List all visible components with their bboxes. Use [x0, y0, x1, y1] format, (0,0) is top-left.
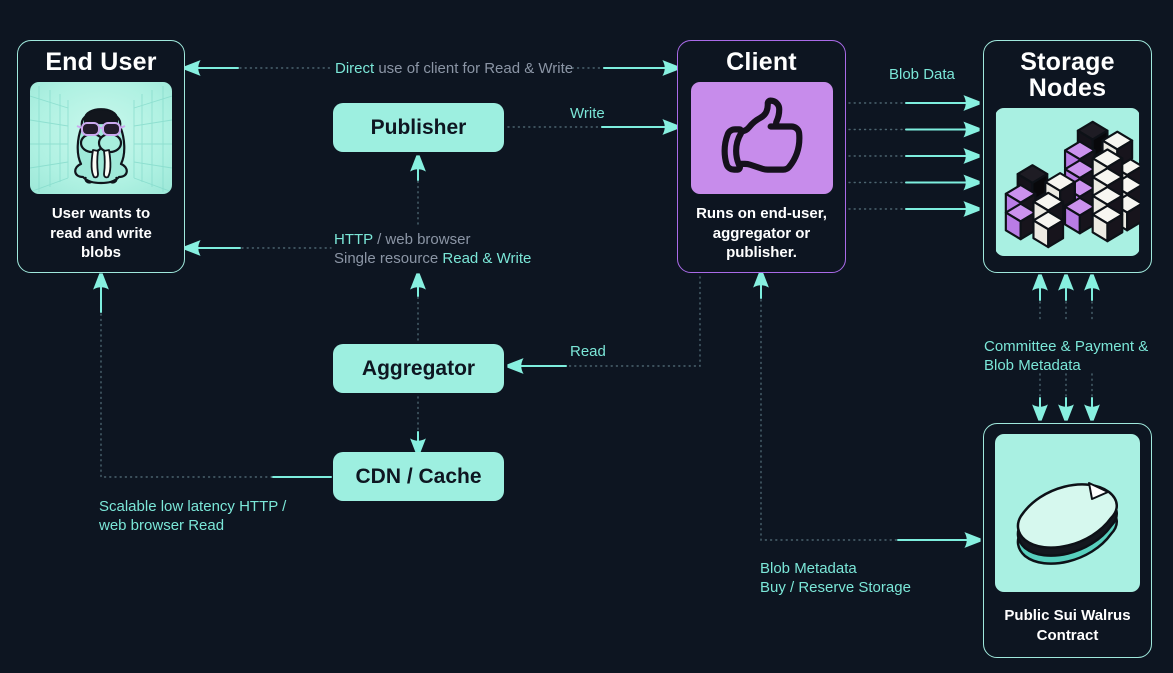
client-node: Client Runs on end-user, aggregator or p…	[677, 40, 846, 273]
aggregator-label: Aggregator	[361, 356, 476, 380]
blob-metadata-line2: Buy / Reserve Storage	[760, 579, 911, 596]
storage-nodes-title: Storage Nodes	[1020, 48, 1115, 102]
storage-cubes-icon	[995, 108, 1140, 256]
direct-use-highlight: Direct	[335, 60, 375, 77]
arrow-read	[507, 276, 701, 374]
single-resource-highlight: Read & Write	[442, 250, 532, 267]
client-caption: Runs on end-user, aggregator or publishe…	[696, 205, 827, 261]
arrow-client-contract	[753, 271, 981, 548]
arrows-blob-data	[848, 95, 980, 217]
thumbs-up-icon	[690, 82, 833, 194]
blob-metadata-line1: Blob Metadata	[760, 560, 857, 577]
http-rest: / web browser	[372, 231, 471, 248]
direct-use-label: Direct use of client for Read & Write	[335, 59, 573, 78]
end-user-title: End User	[45, 48, 157, 76]
http-web-browser-label: HTTP / web browser Single resource Read …	[334, 230, 531, 268]
walrus-icon	[30, 82, 172, 194]
storage-nodes-node: Storage Nodes	[983, 40, 1152, 273]
client-title: Client	[726, 48, 797, 76]
arrow-cdn-to-end-user	[93, 273, 332, 478]
stacked-papers-icon	[995, 434, 1140, 592]
scalable-read-label: Scalable low latency HTTP / web browser …	[99, 498, 287, 534]
http-highlight: HTTP	[334, 231, 373, 248]
write-label: Write	[570, 105, 605, 122]
read-label: Read	[570, 343, 606, 360]
committee-payment-label: Committee & Payment & Blob Metadata	[984, 338, 1149, 374]
blob-data-label: Blob Data	[889, 66, 955, 83]
contract-node: Public Sui Walrus Contract	[983, 423, 1152, 658]
aggregator-box: Aggregator	[333, 344, 504, 393]
end-user-caption: User wants to read and write blobs	[50, 205, 152, 261]
cdn-cache-label: CDN / Cache	[355, 464, 482, 488]
end-user-node: End User	[17, 40, 185, 273]
publisher-box: Publisher	[333, 103, 504, 152]
cdn-cache-box: CDN / Cache	[333, 452, 504, 501]
blob-metadata-label: Blob Metadata Buy / Reserve Storage	[760, 559, 911, 597]
direct-use-rest: use of client for Read & Write	[374, 60, 574, 77]
publisher-label: Publisher	[370, 115, 467, 139]
contract-caption: Public Sui Walrus Contract	[1004, 607, 1131, 644]
single-resource-rest: Single resource	[334, 250, 443, 267]
